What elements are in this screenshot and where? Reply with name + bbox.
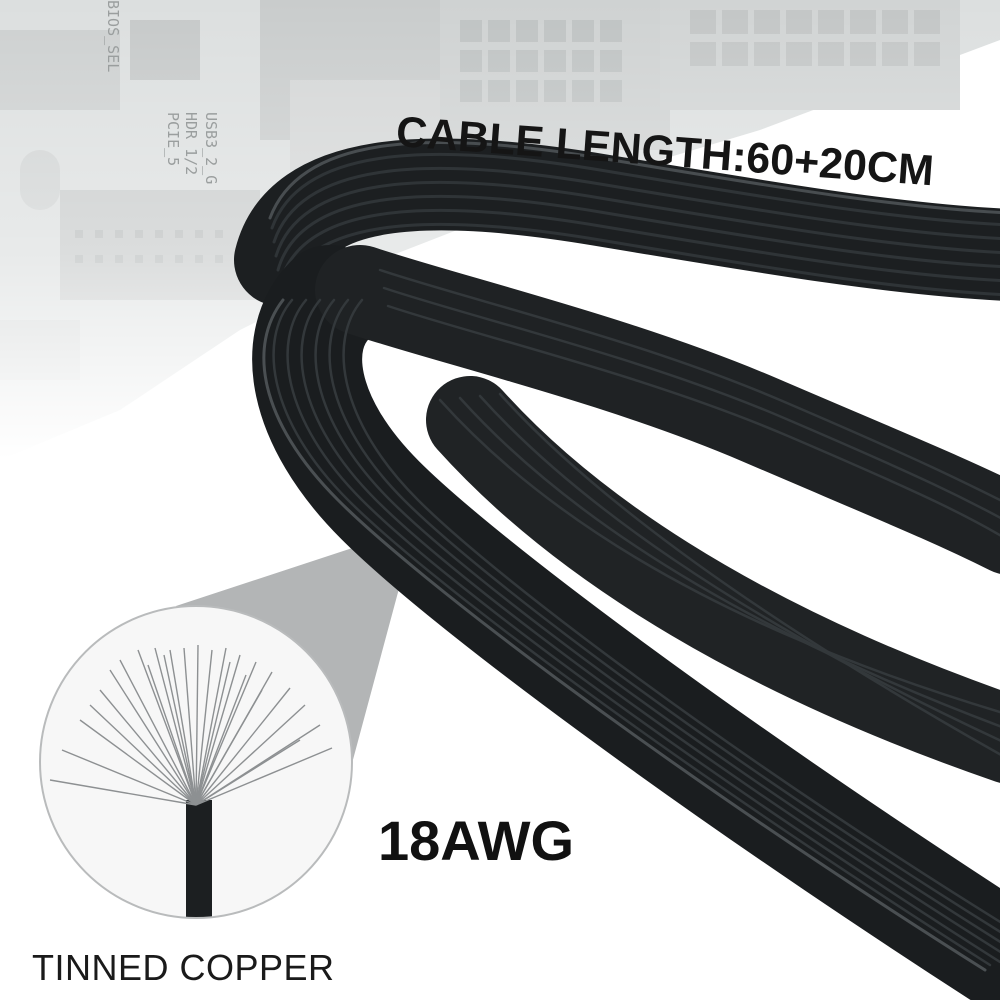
silkscreen-label: PCIE_5 <box>164 112 182 166</box>
silkscreen-label: USB3_2_G <box>202 112 220 184</box>
lower-ribbon-cable <box>252 245 1000 1000</box>
silkscreen-label: BIOS_SEL <box>104 0 122 72</box>
conductor-material-label: TINNED COPPER <box>32 947 335 988</box>
silkscreen-label: HDR 1/2 <box>182 112 200 175</box>
wire-gauge-label: 18AWG <box>378 809 575 872</box>
board-silkscreen: USB3_2_G HDR 1/2 PCIE_5 BIOS_SEL <box>104 0 220 184</box>
copper-strands <box>49 644 333 806</box>
tinned-copper-inset <box>39 605 353 919</box>
upper-ribbon-cable <box>234 138 1000 306</box>
